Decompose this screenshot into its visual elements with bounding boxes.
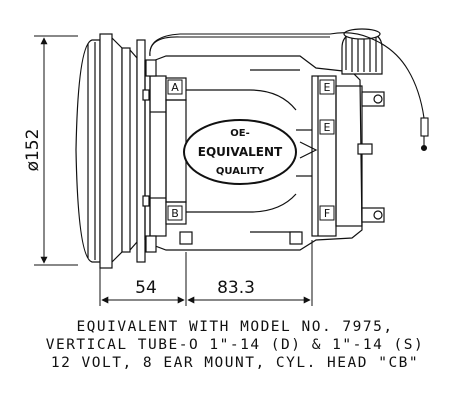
port-label-e-top: E — [324, 81, 331, 94]
port-label-a: A — [171, 81, 179, 94]
caption-line-2: VERTICAL TUBE-O 1"-14 (D) & 1"-14 (S) — [45, 337, 425, 353]
body-length-label: 83.3 — [217, 278, 255, 298]
caption-line-3: 12 VOLT, 8 EAR MOUNT, CYL. HEAD "CB" — [50, 355, 420, 371]
model-caption: EQUIVALENT WITH MODEL NO. 7975, VERTICAL… — [0, 318, 470, 372]
port-labels: A B E E F — [167, 79, 335, 221]
diameter-label: ø152 — [23, 129, 43, 172]
badge-line-2: EQUIVALENT — [198, 145, 283, 159]
diameter-dimension: ø152 — [23, 35, 78, 266]
service-fitting — [341, 28, 383, 75]
pulley-offset-label: 54 — [135, 278, 157, 298]
pulley — [75, 33, 146, 269]
port-label-e-mid: E — [324, 121, 331, 134]
badge-line-1: OE- — [230, 128, 249, 139]
oe-quality-badge: OE- EQUIVALENT QUALITY — [183, 119, 297, 185]
caption-line-1: EQUIVALENT WITH MODEL NO. 7975, — [76, 319, 394, 335]
badge-line-3: QUALITY — [216, 166, 265, 177]
port-label-b: B — [171, 207, 179, 220]
clutch-wire — [149, 32, 429, 152]
port-label-f: F — [324, 207, 330, 220]
horizontal-dimensions — [99, 240, 313, 306]
